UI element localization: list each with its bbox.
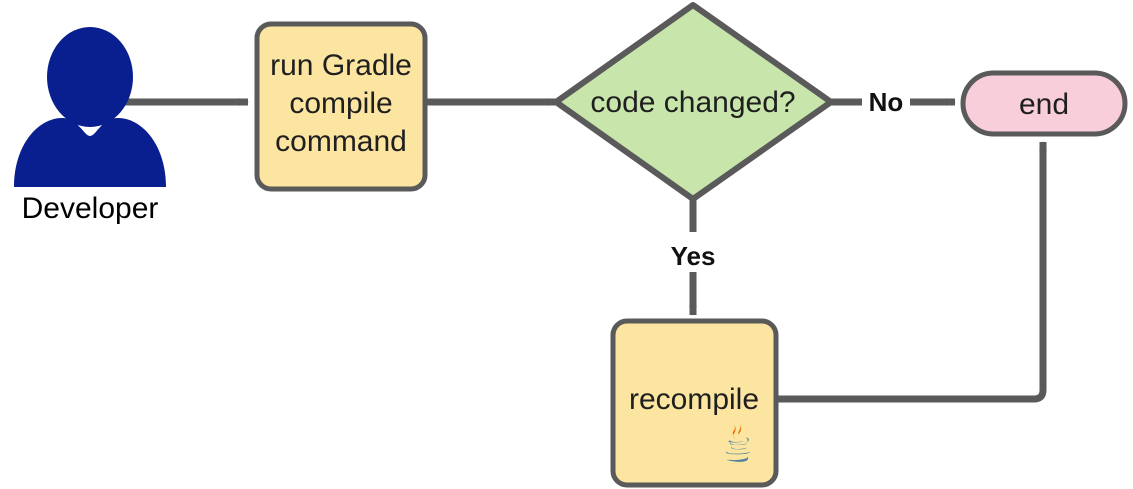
developer-actor[interactable]: Developer (14, 27, 166, 225)
edge-label-yes: Yes (671, 241, 716, 271)
edge-path (777, 141, 1047, 403)
developer-label: Developer (22, 192, 159, 225)
edge-label-no: No (869, 87, 904, 117)
node-run-gradle[interactable]: run Gradle compile command (254, 21, 428, 192)
edges-layer: No Yes (120, 87, 1047, 403)
person-body (14, 118, 166, 187)
person-head (47, 27, 133, 127)
node-shape (610, 318, 779, 488)
node-shape (960, 70, 1128, 137)
node-code-changed[interactable]: code changed? (553, 2, 834, 202)
edge-decision-to-recompile: Yes (671, 198, 716, 316)
node-shape (254, 21, 428, 192)
java-logo-icon (725, 424, 752, 462)
person-icon (14, 27, 166, 187)
edge-decision-to-end: No (831, 87, 956, 117)
node-label-line-3: command (275, 125, 407, 158)
node-shape (553, 2, 834, 202)
node-label-line-2: compile (289, 87, 392, 120)
node-end[interactable]: end (960, 70, 1128, 137)
node-label: end (1019, 88, 1069, 121)
edge-recompile-to-end (777, 141, 1047, 403)
node-label: recompile (629, 383, 759, 416)
node-label-line-1: run Gradle (270, 49, 412, 82)
node-recompile[interactable]: recompile (610, 318, 779, 488)
node-label: code changed? (590, 86, 795, 119)
